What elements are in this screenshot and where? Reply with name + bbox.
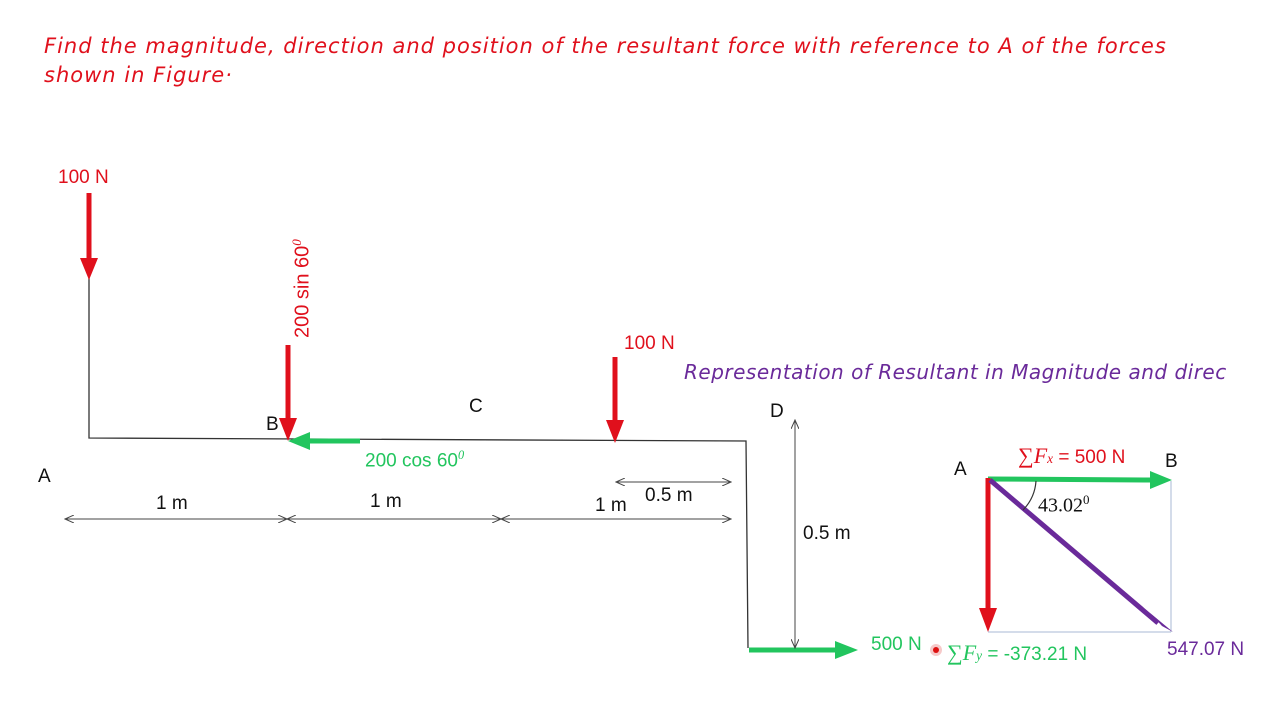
sum-fy-label: ∑Fy = -373.21 N xyxy=(947,640,1087,666)
cursor-dot xyxy=(930,644,942,656)
point-label-d: D xyxy=(770,401,784,422)
force-arrow-500n xyxy=(749,641,858,659)
sum-fx-arrow xyxy=(987,471,1172,489)
fy-letter: F xyxy=(962,640,977,665)
force-label-100n-mid: 100 N xyxy=(624,333,675,354)
dimension-label-cd: 1 m xyxy=(595,495,627,516)
angle-superscript: 0 xyxy=(1083,492,1090,507)
degree-superscript: 0 xyxy=(457,448,465,462)
sigma-symbol: ∑ xyxy=(1018,443,1034,468)
force-label-200cos60-text: 200 cos 60 xyxy=(365,450,458,472)
force-label-500n: 500 N xyxy=(871,634,922,655)
angle-label: 43.020 xyxy=(1038,492,1090,518)
point-label-b: B xyxy=(266,414,279,435)
question-line-2: shown in Figure· xyxy=(44,63,233,87)
sum-fx-label: ∑Fx = 500 N xyxy=(1018,443,1125,469)
resultant-point-a: A xyxy=(954,459,967,480)
fx-value: = 500 N xyxy=(1058,447,1126,468)
structure-outline xyxy=(88,278,749,649)
degree-superscript: 0 xyxy=(289,239,304,246)
point-label-c: C xyxy=(469,396,483,417)
resultant-magnitude-label: 547.07 N xyxy=(1167,639,1245,660)
force-label-200cos60: 200 cos 600 xyxy=(365,448,464,472)
resultant-heading: Representation of Resultant in Magnitude… xyxy=(684,360,1227,384)
fy-subscript: y xyxy=(976,648,983,663)
resultant-diagram xyxy=(930,471,1173,656)
fy-value: = -373.21 N xyxy=(987,644,1088,665)
resultant-arrow xyxy=(988,478,1173,632)
question-line-1: Find the magnitude, direction and positi… xyxy=(44,34,1167,58)
force-label-100n-left: 100 N xyxy=(58,167,109,188)
force-arrow-100n-mid xyxy=(606,357,624,443)
force-label-200sin60-text: 200 sin 60 xyxy=(291,245,314,338)
force-label-200sin60: 200 sin 600 xyxy=(289,239,315,338)
force-arrow-200cos60 xyxy=(288,432,360,450)
sum-fy-arrow xyxy=(979,478,997,632)
sigma-symbol: ∑ xyxy=(947,640,963,665)
dimension-label-half-v: 0.5 m xyxy=(803,523,851,544)
force-arrow-200sin60 xyxy=(279,345,297,441)
angle-value: 43.02 xyxy=(1038,494,1083,517)
dimension-label-ab: 1 m xyxy=(156,493,188,514)
point-label-a: A xyxy=(38,466,51,487)
dimension-label-half-h: 0.5 m xyxy=(645,485,693,506)
fx-subscript: x xyxy=(1047,451,1054,466)
fx-letter: F xyxy=(1033,443,1048,468)
resultant-point-b: B xyxy=(1165,451,1178,472)
force-arrow-100n-left xyxy=(80,193,98,280)
angle-arc xyxy=(1022,480,1037,511)
dimension-label-bc: 1 m xyxy=(370,491,402,512)
